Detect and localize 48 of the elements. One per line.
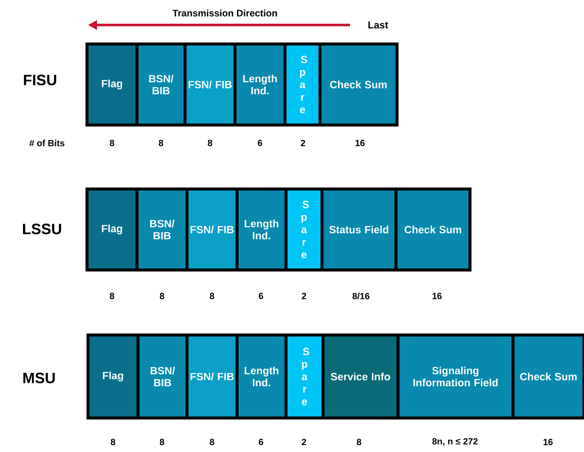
field-box: Check Sum — [394, 188, 472, 272]
bit-count: 8 — [158, 140, 164, 146]
field-box: Service Info — [322, 333, 400, 420]
field-box: Flag — [86, 333, 140, 420]
field-box: Status Field — [320, 188, 398, 272]
bit-count: 8 — [210, 292, 214, 300]
field-box: FSN/ FIB — [186, 333, 238, 420]
bit-count: 6 — [258, 438, 264, 446]
field-box: BSN/ BIB — [136, 42, 186, 126]
spare-field: Spare — [284, 42, 322, 126]
field-box: Check Sum — [318, 42, 398, 126]
field-box: Length Ind. — [236, 188, 288, 272]
field-box: Flag — [86, 42, 138, 126]
bit-count: 6 — [258, 292, 264, 300]
bit-count: 8 — [160, 292, 164, 300]
field-box: BSN/ BIB — [136, 188, 188, 272]
bit-count: 8n, n ≤ 272 — [432, 438, 478, 446]
spare-field: Spare — [284, 333, 324, 420]
bit-count: 16 — [432, 292, 442, 300]
row-name: FISU — [24, 74, 56, 86]
field-box: FSN/ FIB — [186, 188, 238, 272]
spare-field: Spare — [284, 188, 324, 272]
direction-label: Transmission Direction — [172, 10, 277, 16]
field-box: Check Sum — [512, 333, 584, 420]
field-box: Length Ind. — [234, 42, 286, 126]
field-box: Signaling Information Field — [396, 333, 514, 420]
column-heading: # of Bits — [29, 140, 64, 146]
bit-count: 8 — [110, 438, 116, 446]
bit-count: 8 — [208, 140, 212, 146]
bit-count: 16 — [544, 438, 553, 446]
end-label: Last — [368, 22, 388, 28]
bit-count: 8 — [210, 438, 214, 446]
field-box: Length Ind. — [236, 333, 288, 420]
bit-count: 8/16 — [352, 292, 370, 300]
field-box: BSN/ BIB — [136, 333, 188, 420]
field-box: Flag — [86, 188, 138, 272]
field-box: FSN/ FIB — [184, 42, 236, 126]
bit-count: 8 — [160, 438, 164, 446]
bit-count: 2 — [302, 292, 306, 300]
bit-count: 6 — [258, 140, 262, 146]
bit-count: 8 — [110, 292, 114, 300]
bit-count: 8 — [356, 438, 362, 446]
bit-count: 8 — [110, 140, 114, 146]
bit-count: 16 — [356, 140, 365, 146]
row-name: MSU — [23, 372, 55, 384]
bit-count: 2 — [300, 140, 306, 146]
row-name: LSSU — [23, 224, 62, 234]
bit-count: 2 — [302, 438, 306, 446]
